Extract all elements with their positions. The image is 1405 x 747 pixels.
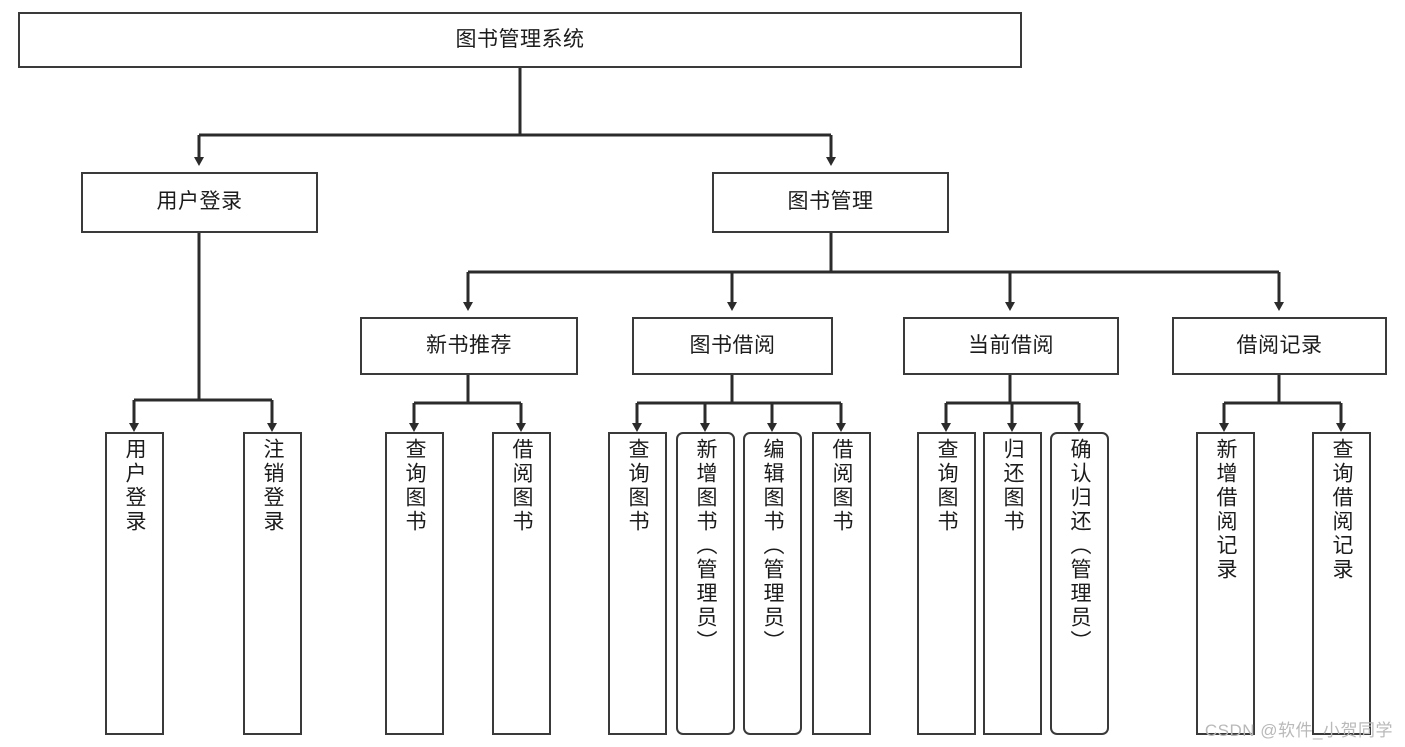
node-leaf-borrow-record-query[interactable]: 查询借阅记录	[1312, 432, 1371, 735]
node-book-management[interactable]: 图书管理	[712, 172, 949, 233]
node-book-borrow[interactable]: 图书借阅	[632, 317, 833, 375]
node-leaf-current-borrow-query[interactable]: 查询图书	[917, 432, 976, 735]
node-leaf-book-borrow-query[interactable]: 查询图书	[608, 432, 667, 735]
node-label: 借阅图书	[830, 438, 853, 534]
node-leaf-borrow-record-add[interactable]: 新增借阅记录	[1196, 432, 1255, 735]
node-leaf-book-borrow-borrow[interactable]: 借阅图书	[812, 432, 871, 735]
node-label: 查询图书	[626, 438, 649, 534]
node-user-login[interactable]: 用户登录	[81, 172, 318, 233]
node-current-borrow[interactable]: 当前借阅	[903, 317, 1119, 375]
node-label: 查询图书	[935, 438, 958, 534]
node-label: 借阅图书	[510, 438, 533, 534]
node-label: 注销登录	[261, 438, 284, 534]
node-label: 借阅记录	[1236, 333, 1323, 357]
node-label: 当前借阅	[968, 333, 1054, 357]
node-leaf-user-login-logout[interactable]: 注销登录	[243, 432, 302, 735]
node-leaf-current-borrow-confirm[interactable]: 确认归还（管理员）	[1050, 432, 1109, 735]
node-label: 查询借阅记录	[1330, 438, 1353, 582]
node-label: 编辑图书（管理员）	[761, 438, 784, 654]
node-leaf-user-login-login[interactable]: 用户登录	[105, 432, 164, 735]
node-leaf-new-book-query[interactable]: 查询图书	[385, 432, 444, 735]
node-label: 查询图书	[403, 438, 426, 534]
node-label: 新增图书（管理员）	[694, 438, 717, 654]
node-leaf-new-book-borrow[interactable]: 借阅图书	[492, 432, 551, 735]
node-label: 用户登录	[123, 438, 146, 534]
node-borrow-record[interactable]: 借阅记录	[1172, 317, 1387, 375]
node-label: 图书借阅	[689, 333, 776, 357]
node-label: 图书管理系统	[455, 27, 585, 51]
node-leaf-book-borrow-edit[interactable]: 编辑图书（管理员）	[743, 432, 802, 735]
node-label: 用户登录	[156, 190, 243, 214]
node-new-book-recommend[interactable]: 新书推荐	[360, 317, 578, 375]
node-root-system[interactable]: 图书管理系统	[18, 12, 1022, 68]
node-label: 确认归还（管理员）	[1068, 438, 1091, 654]
node-label: 新增借阅记录	[1214, 438, 1237, 582]
node-label: 归还图书	[1001, 438, 1024, 534]
node-label: 图书管理	[787, 190, 874, 214]
node-leaf-current-borrow-return[interactable]: 归还图书	[983, 432, 1042, 735]
watermark-text: CSDN @软件_小贺同学	[1204, 721, 1393, 740]
node-label: 新书推荐	[426, 333, 512, 357]
node-leaf-book-borrow-add[interactable]: 新增图书（管理员）	[676, 432, 735, 735]
